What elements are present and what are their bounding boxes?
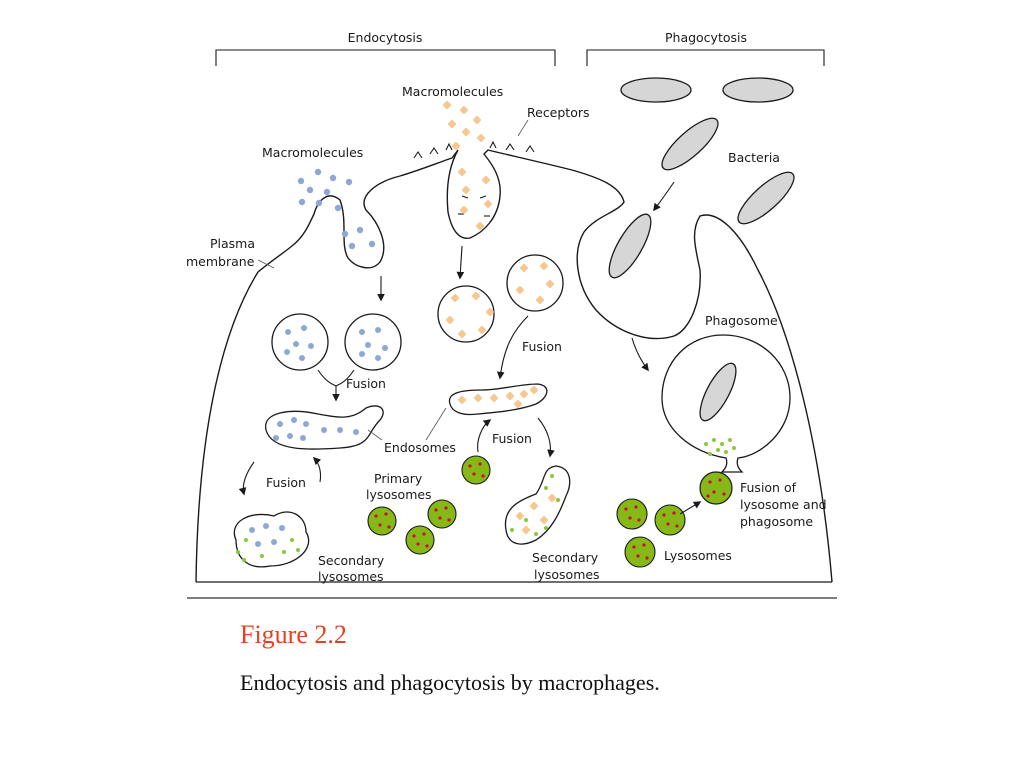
lysosomes-secondary-center-label: lysosomes (534, 567, 600, 582)
arrow-receptor-vesicle (456, 245, 465, 280)
secondary-lysosome-center (504, 465, 571, 545)
secondary-lysosome-left (233, 511, 310, 568)
phagosome-word-label: phagosome (740, 514, 813, 529)
receptors (413, 140, 535, 217)
arrow-primary-to-endosome (477, 419, 492, 453)
membrane-label: membrane (186, 254, 255, 269)
orange-vesicle-left (437, 285, 495, 343)
plasma-membrane-leader (257, 259, 275, 269)
phagosome (661, 334, 791, 473)
bacterium (737, 171, 795, 225)
arrow-fusion-left-up (312, 456, 322, 483)
lysosomes-secondary-left-label: lysosomes (318, 569, 384, 584)
primary-label: Primary (374, 471, 423, 486)
primary-lysosome (427, 499, 457, 529)
endosomes-leader-right (425, 407, 447, 441)
orange-macromolecules (443, 101, 492, 230)
bacteria (608, 77, 795, 279)
bacterium (620, 77, 692, 103)
fusing-lysosome (699, 471, 733, 505)
endocytosis-label: Endocytosis (348, 30, 423, 45)
primary-lysosome (461, 455, 491, 485)
secondary-center-label: Secondary (532, 550, 599, 565)
lysosomes-right-label: Lysosomes (664, 548, 732, 563)
lysosome (654, 504, 686, 536)
fusion-merge-arrow (317, 369, 355, 400)
fusion-left-upper-label: Fusion (346, 376, 386, 391)
lysosome (624, 536, 656, 568)
arrow-to-phagosome (631, 337, 649, 372)
receptors-leader (517, 119, 529, 137)
macromolecules-center-label: Macromolecules (402, 84, 503, 99)
blue-vesicle-right (344, 313, 402, 371)
arrow-fusion-center (496, 315, 529, 380)
plasma-membrane (195, 149, 833, 583)
endosome-left (265, 405, 384, 450)
arrow-lysosome-fusion (679, 501, 702, 515)
fusion-of-label: Fusion of (740, 480, 797, 495)
bacteria-label: Bacteria (728, 150, 780, 165)
lysosome (616, 498, 648, 530)
primary-lysosome (367, 506, 397, 536)
arrow-endosome-to-secondary (537, 417, 555, 458)
endosomes-leader-left (367, 429, 383, 441)
lysosome-and-label: lysosome and (740, 497, 827, 512)
figure-caption: Endocytosis and phagocytosis by macropha… (240, 670, 660, 695)
orange-vesicle-right (506, 254, 564, 312)
primary-lysosomes (367, 455, 491, 555)
bacterium (608, 213, 652, 279)
arrow-bacteria-engulf (653, 181, 675, 212)
bacterium (722, 77, 794, 103)
arrow-to-secondary-left (238, 461, 255, 496)
primary-lysosome (405, 525, 435, 555)
lysosomes-right (616, 498, 686, 568)
phagocytosis-label: Phagocytosis (665, 30, 747, 45)
blue-vesicle-left (271, 313, 329, 371)
secondary-left-label: Secondary (318, 553, 385, 568)
fusion-left-lower-label: Fusion (266, 475, 306, 490)
endosomes-label: Endosomes (384, 440, 456, 455)
fusion-center-lower-label: Fusion (492, 431, 532, 446)
phagocytosis-bracket (586, 49, 825, 66)
endosome-center (448, 383, 548, 416)
phagosome-label: Phagosome (705, 313, 778, 328)
receptors-label: Receptors (527, 105, 590, 120)
figure-number: Figure 2.2 (240, 620, 347, 649)
lysosomes-primary-label: lysosomes (366, 487, 432, 502)
blue-macromolecules (297, 168, 376, 250)
bacterium (661, 117, 719, 171)
endocytosis-bracket (215, 49, 556, 66)
fusion-center-upper-label: Fusion (522, 339, 562, 354)
plasma-label: Plasma (210, 236, 255, 251)
macromolecules-left-label: Macromolecules (262, 145, 363, 160)
